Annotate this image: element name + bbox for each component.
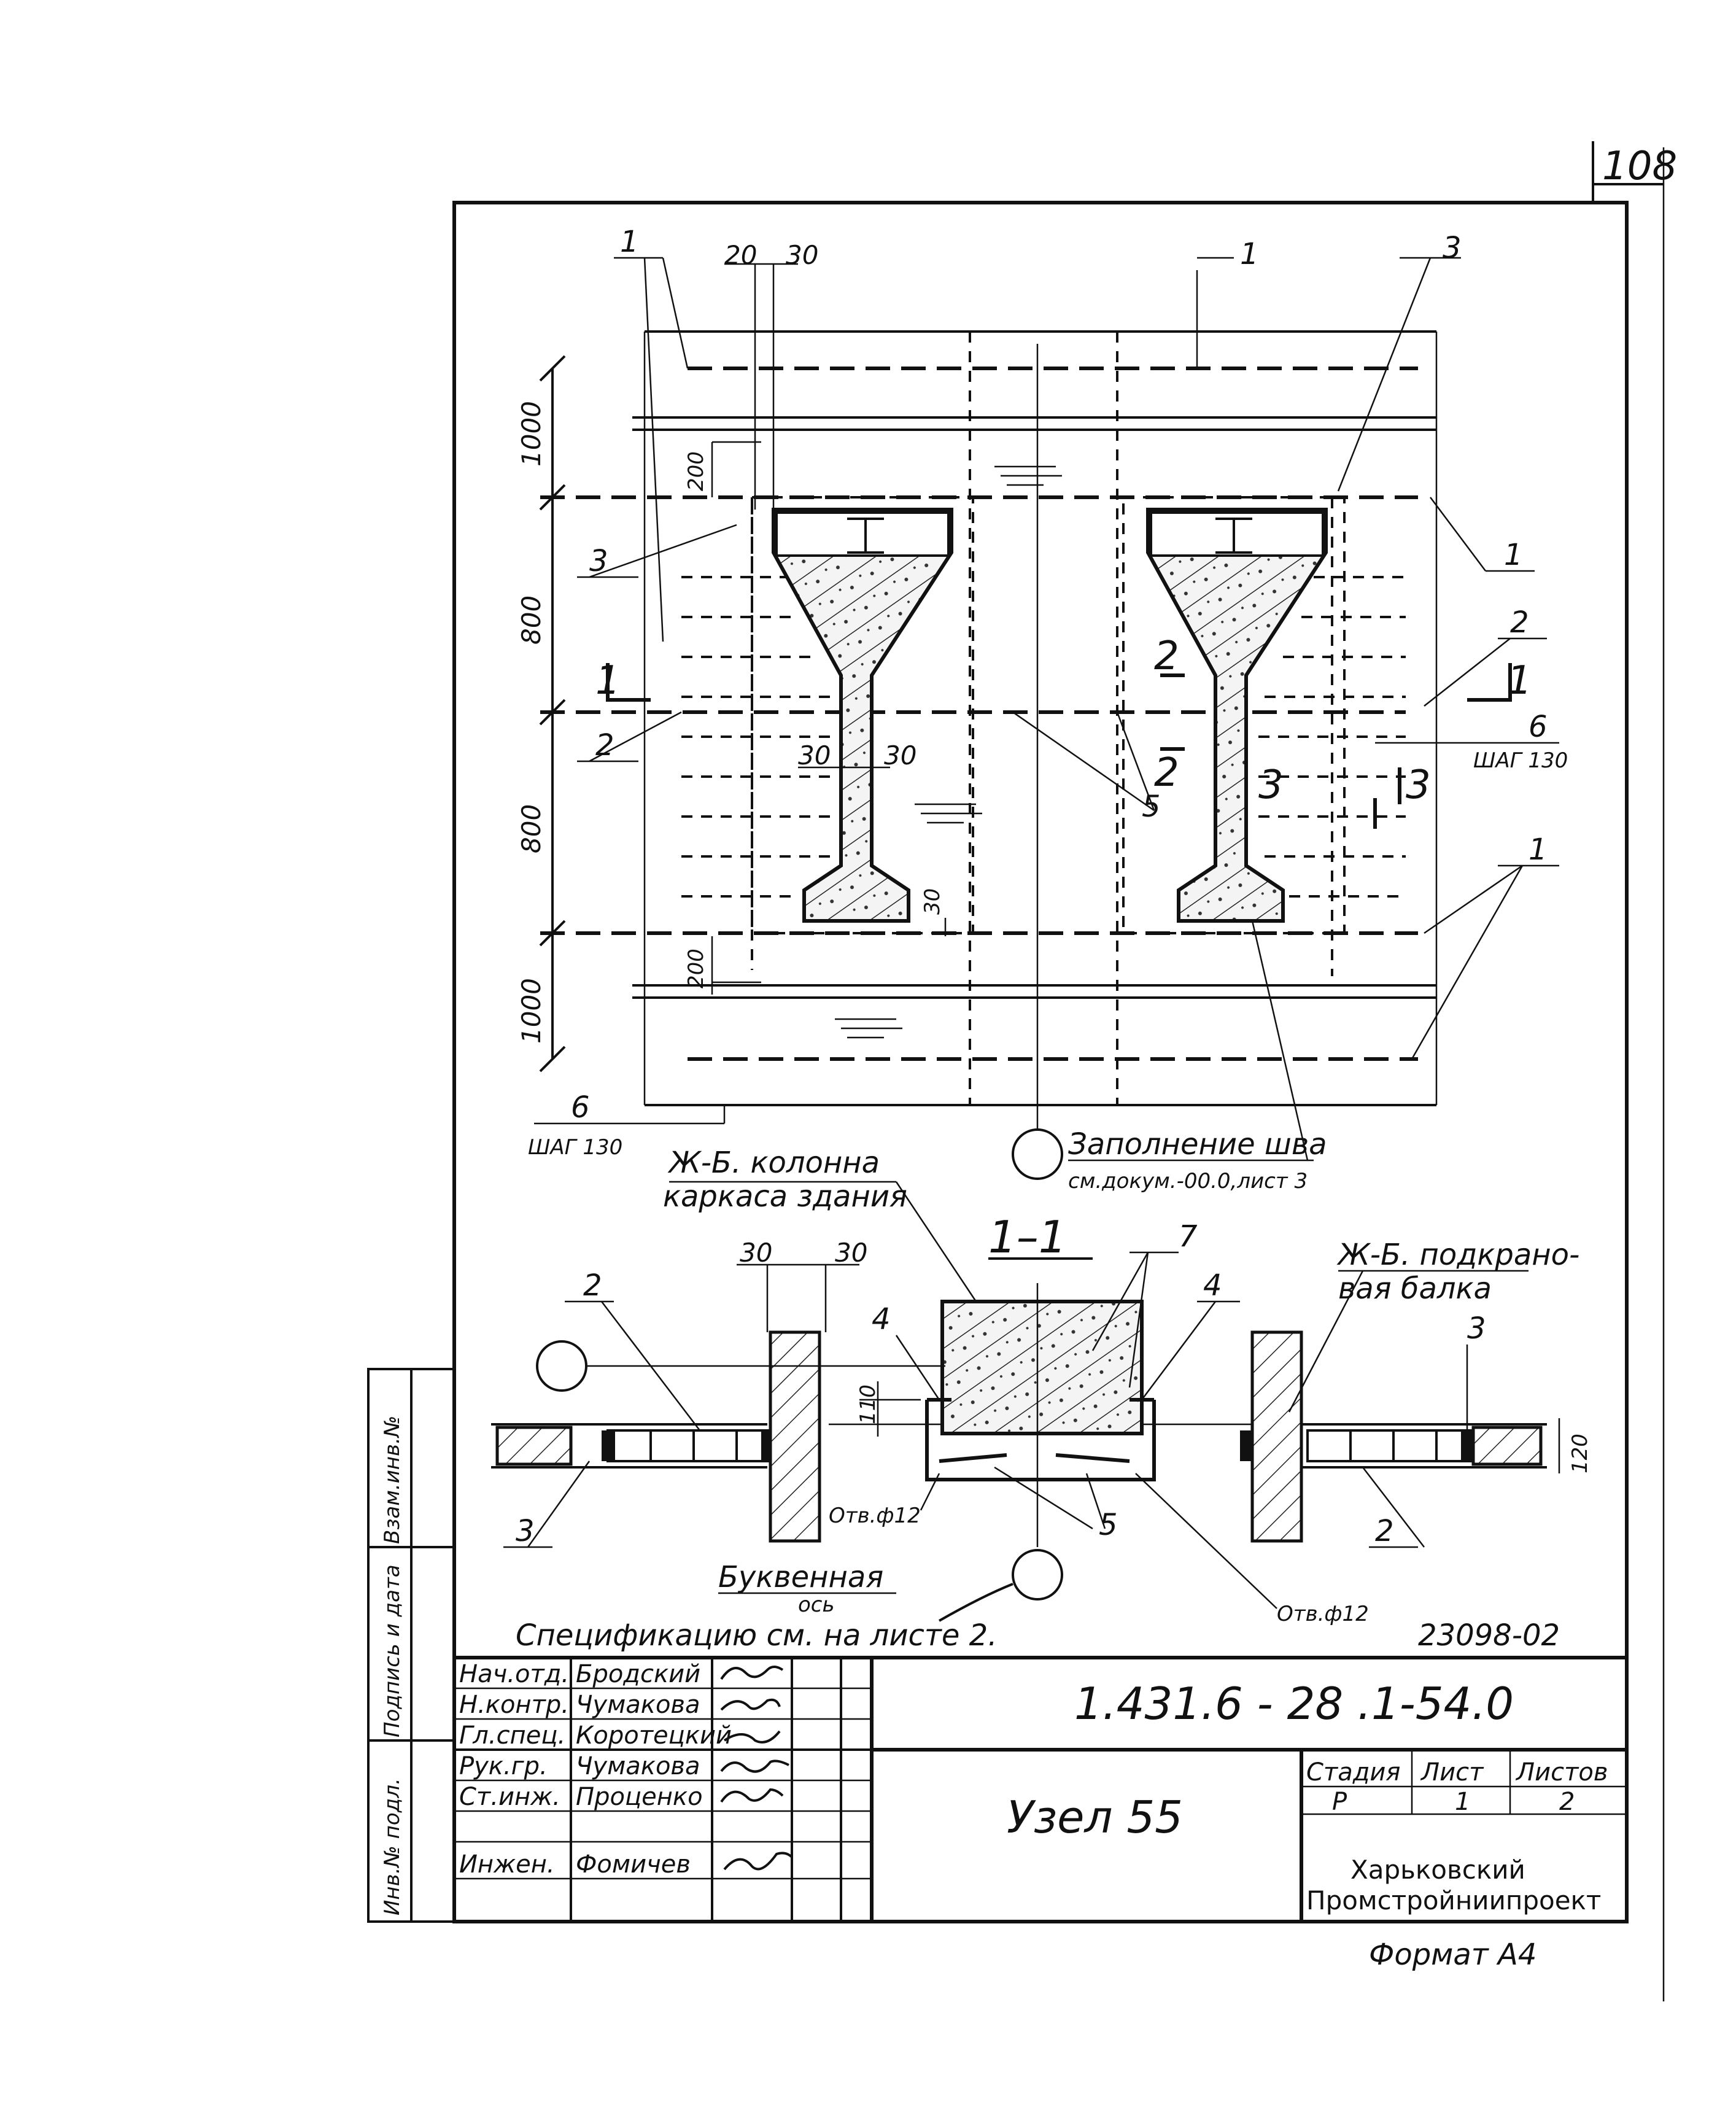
org-line-2: Промстройниипроект: [1306, 1885, 1601, 1915]
tb-name-2: Чумакова: [576, 1691, 700, 1719]
pos-3-a: 3: [589, 544, 608, 578]
tb-role-4: Рук.гр.: [459, 1752, 548, 1780]
side-stamp: Инв.№ подл. Подпись и дата Взам.инв.№: [380, 1416, 405, 1915]
dim-1000-bottom: 1000: [516, 978, 546, 1044]
axis-label-2: ось: [798, 1593, 835, 1617]
side-stamp-label-1: Инв.№ подл.: [380, 1778, 405, 1915]
cut-2-bottom: 2: [1154, 750, 1179, 796]
plan-view: [534, 257, 1559, 1180]
pos-2-b: 2: [1510, 605, 1529, 640]
pos-2-a: 2: [595, 728, 614, 762]
title-block-rows: Нач.отд. Бродский Н.контр. Чумакова Гл.с…: [459, 1660, 732, 1879]
pos-6-left: 6: [571, 1090, 590, 1125]
tb-name-3: Коротецкий: [576, 1721, 732, 1750]
cut-1-right: 1: [1507, 658, 1532, 704]
dim-30-left: 30: [798, 740, 831, 770]
section-dim-110: 110: [856, 1384, 880, 1424]
section-pos-2-right: 2: [1375, 1514, 1394, 1548]
section-pos-4-right: 4: [1203, 1268, 1222, 1303]
signatures: [720, 1666, 793, 1871]
title-block: [454, 1656, 1627, 1922]
hole-right: Отв.ф12: [1277, 1602, 1369, 1626]
archive-number: 23098-02: [1418, 1618, 1560, 1653]
section-dim-30-b: 30: [835, 1238, 867, 1268]
drawing-code: 1.431.6 - 28 .1-54.0: [1074, 1678, 1514, 1729]
note-joint-1: Заполнение шва: [1068, 1127, 1327, 1162]
spec-note: Спецификацию см. на листе 2.: [516, 1618, 997, 1653]
tb-name-5: Проценко: [576, 1783, 703, 1811]
tb-role-1: Нач.отд.: [459, 1660, 569, 1688]
sheets-header: Листов: [1515, 1758, 1608, 1787]
tb-role-3: Гл.спец.: [459, 1721, 565, 1750]
org-line-1: Харьковский: [1350, 1855, 1525, 1885]
pos-1-b: 1: [1240, 237, 1259, 271]
pos-1-d: 1: [1529, 832, 1548, 867]
side-stamp-label-2: Подпись и дата: [380, 1564, 405, 1737]
cut-3-right: 3: [1406, 762, 1431, 808]
step-left: ШАГ 130: [528, 1135, 622, 1160]
section-1-1: [491, 1181, 1560, 1622]
tb-role-2: Н.контр.: [459, 1691, 569, 1719]
frame: [367, 141, 1665, 2001]
section-pos-7: 7: [1179, 1219, 1198, 1254]
sheet-header: Лист: [1420, 1758, 1484, 1787]
section-dim-30-a: 30: [740, 1238, 772, 1268]
section-title: 1–1: [988, 1211, 1067, 1263]
stage-value: Р: [1332, 1788, 1347, 1816]
dim-30-right: 30: [884, 740, 916, 770]
section-labels: 1–1 Ж-Б. колонна каркаса здания Ж-Б. под…: [516, 1146, 1592, 1626]
dim-20: 20: [724, 240, 757, 270]
dim-200-bottom: 200: [684, 949, 708, 988]
hole-left: Отв.ф12: [829, 1504, 921, 1528]
step-right: ШАГ 130: [1473, 748, 1568, 773]
tb-role-6: Инжен.: [459, 1850, 555, 1879]
section-pos-4-left: 4: [872, 1302, 891, 1337]
pos-1-a: 1: [620, 225, 639, 259]
cut-1-left: 1: [595, 658, 621, 704]
section-pos-5: 5: [1099, 1508, 1118, 1542]
cut-3-left: 3: [1258, 762, 1284, 808]
sheet-title: Узел 55: [1007, 1791, 1183, 1843]
stage-header: Стадия: [1306, 1758, 1400, 1787]
pos-3-b: 3: [1443, 231, 1462, 265]
sheets-value: 2: [1559, 1788, 1575, 1816]
tb-name-6: Фомичев: [576, 1850, 691, 1879]
dim-1000-top: 1000: [516, 401, 546, 467]
beam-label-1: Ж-Б. подкрано-: [1336, 1238, 1579, 1272]
dim-30-top: 30: [786, 240, 818, 270]
note-joint-2: см.докум.-00.0,лист 3: [1068, 1169, 1308, 1193]
section-dim-120: 120: [1568, 1434, 1592, 1473]
dim-800-a: 800: [516, 596, 546, 645]
section-pos-3-left: 3: [516, 1514, 535, 1548]
plan-labels: 20 30 1000 800 800 1000 200 200 30 30 30…: [516, 225, 1568, 1193]
pos-6-right: 6: [1529, 710, 1548, 744]
side-stamp-label-3: Взам.инв.№: [380, 1416, 405, 1544]
cut-2-top: 2: [1154, 634, 1179, 679]
page-number: 108: [1602, 144, 1677, 189]
dim-800-b: 800: [516, 804, 546, 853]
sheet-value: 1: [1455, 1788, 1470, 1816]
dim-30-foot: 30: [920, 888, 945, 915]
pos-5: 5: [1142, 790, 1161, 824]
beam-label-2: вая балка: [1338, 1271, 1492, 1306]
tb-role-5: Ст.инж.: [459, 1783, 560, 1811]
column-label-2: каркаса здания: [663, 1179, 907, 1214]
section-pos-2-left: 2: [583, 1268, 602, 1303]
tb-name-1: Бродский: [576, 1660, 700, 1688]
pos-1-c: 1: [1504, 538, 1523, 572]
section-pos-3-right: 3: [1467, 1311, 1486, 1346]
column-label-1: Ж-Б. колонна: [667, 1146, 880, 1180]
tb-name-4: Чумакова: [576, 1752, 700, 1780]
format-label: Формат А4: [1369, 1938, 1536, 1972]
dim-200-top: 200: [684, 451, 708, 491]
axis-label-1: Буквенная: [718, 1560, 883, 1594]
